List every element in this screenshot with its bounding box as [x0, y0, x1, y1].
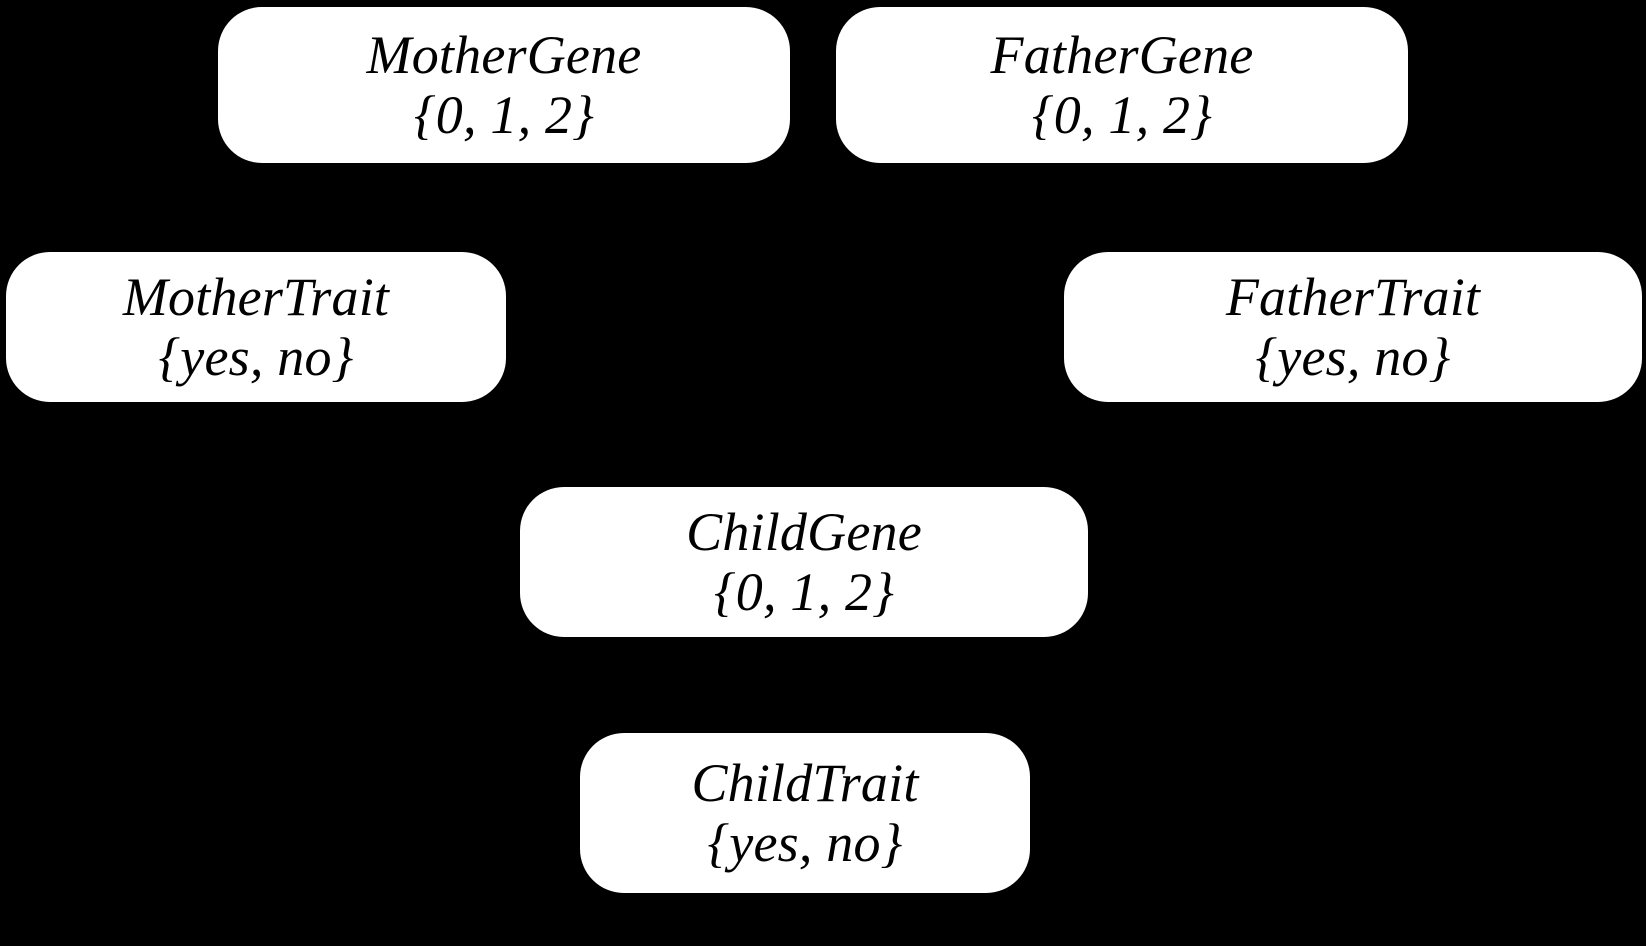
node-child-gene-domain: {0, 1, 2}	[714, 562, 894, 622]
node-mother-trait-domain: {yes, no}	[158, 327, 354, 387]
node-father-trait-label: FatherTrait	[1225, 266, 1481, 327]
node-child-trait[interactable]: ChildTrait {yes, no}	[580, 733, 1030, 893]
node-father-gene-domain: {0, 1, 2}	[1032, 85, 1212, 145]
node-child-gene[interactable]: ChildGene {0, 1, 2}	[520, 487, 1088, 637]
node-child-trait-label: ChildTrait	[691, 752, 919, 813]
node-father-trait-domain: {yes, no}	[1255, 327, 1451, 387]
node-mother-gene[interactable]: MotherGene {0, 1, 2}	[218, 7, 790, 163]
node-mother-trait-label: MotherTrait	[122, 266, 390, 327]
node-mother-gene-domain: {0, 1, 2}	[414, 85, 594, 145]
node-father-gene[interactable]: FatherGene {0, 1, 2}	[836, 7, 1408, 163]
node-father-gene-label: FatherGene	[990, 24, 1254, 85]
node-father-trait[interactable]: FatherTrait {yes, no}	[1064, 252, 1642, 402]
node-child-gene-label: ChildGene	[686, 501, 922, 562]
node-child-trait-domain: {yes, no}	[707, 813, 903, 873]
node-mother-gene-label: MotherGene	[366, 24, 642, 85]
node-mother-trait[interactable]: MotherTrait {yes, no}	[6, 252, 506, 402]
